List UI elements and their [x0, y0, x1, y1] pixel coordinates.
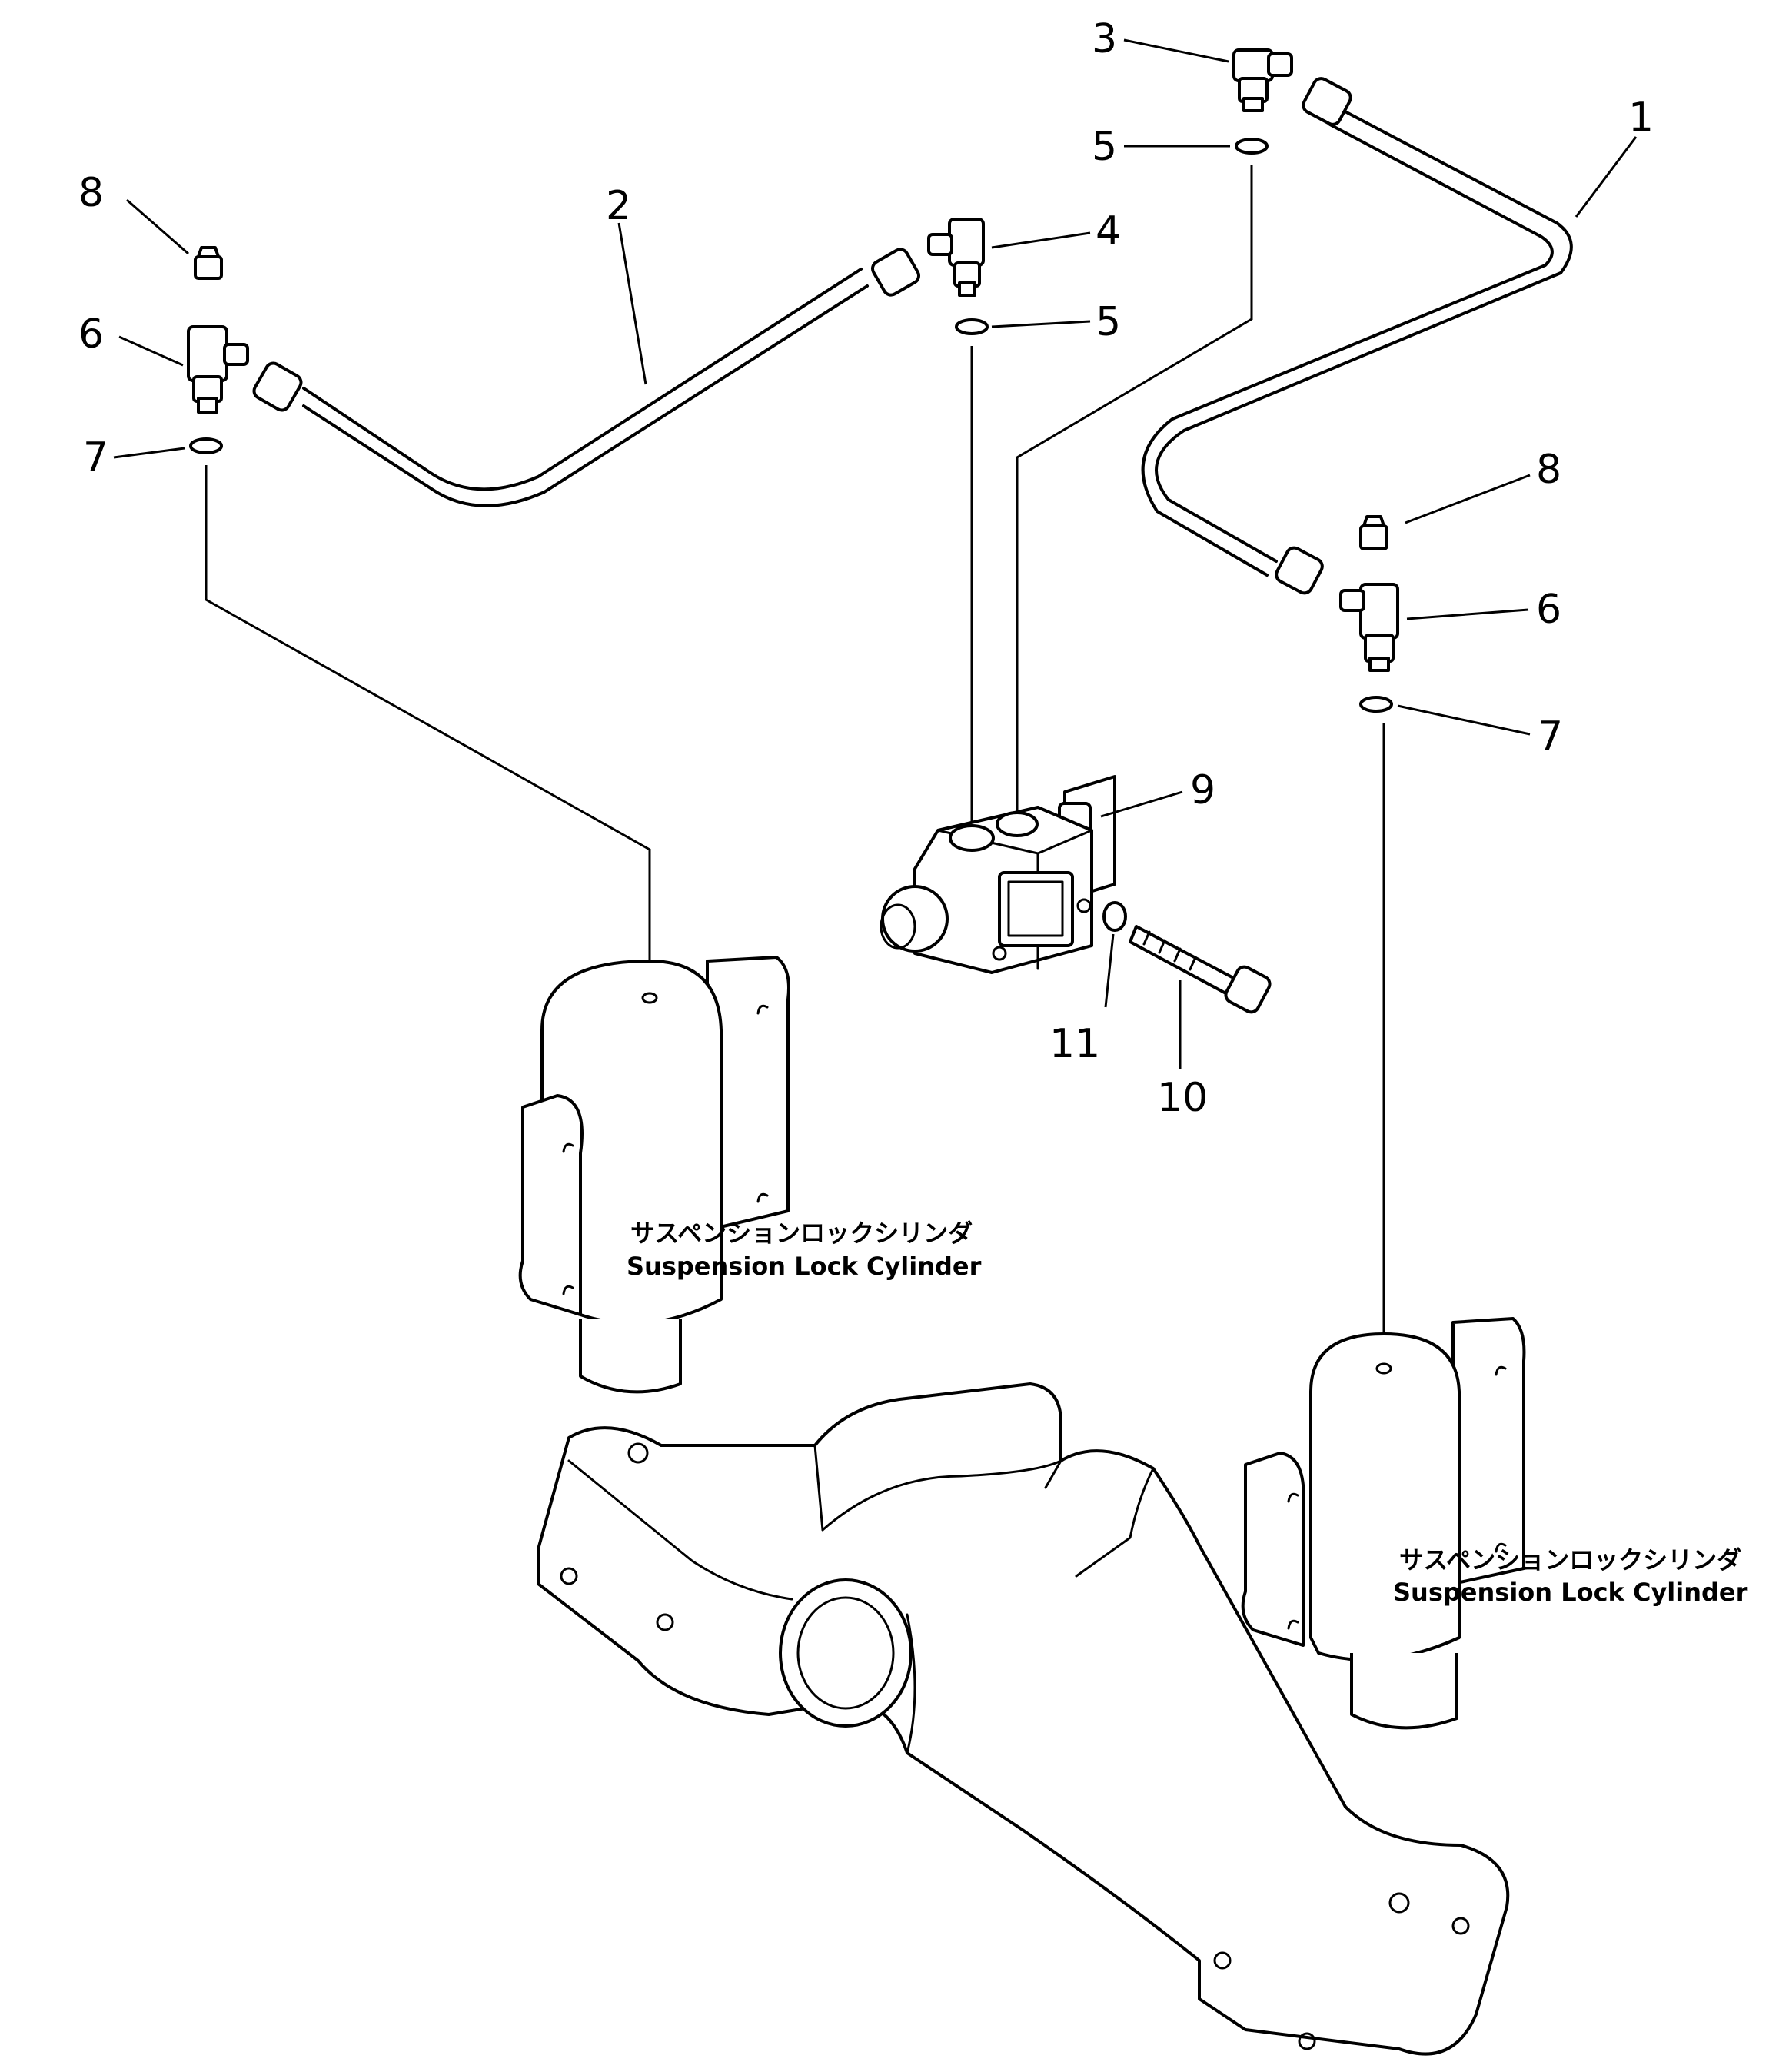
- callout-6-left: 6: [78, 311, 104, 358]
- plug-8-left: [194, 246, 223, 280]
- elbow-fitting-6-left: [187, 325, 249, 414]
- assembly-lines: [205, 165, 1385, 1361]
- callout-4: 4: [1096, 208, 1121, 254]
- callout-5-top: 5: [1092, 124, 1117, 170]
- elbow-fitting-6-right: [1339, 583, 1399, 672]
- callout-3: 3: [1092, 16, 1117, 62]
- o-ring-7-right: [1359, 696, 1393, 713]
- suspension-lock-cylinder-right: [1241, 1317, 1526, 1730]
- tube-1: [1141, 77, 1573, 595]
- callout-6-right: 6: [1536, 587, 1561, 633]
- plug-8-right: [1359, 515, 1388, 550]
- valve-9: [880, 775, 1116, 974]
- callout-5-mid: 5: [1096, 299, 1121, 345]
- o-ring-5-top: [1235, 138, 1269, 155]
- o-ring-5-mid: [955, 318, 989, 335]
- callout-1: 1: [1628, 95, 1654, 141]
- axle-frame: [537, 1382, 1510, 2056]
- callout-leaders: [113, 38, 1638, 1069]
- caption-left-en: Suspension Lock Cylinder: [627, 1252, 982, 1281]
- callout-8-left: 8: [78, 170, 104, 216]
- caption-right-jp: サスペンションロックシリンダ: [1399, 1545, 1741, 1575]
- callout-11: 11: [1049, 1021, 1100, 1067]
- callout-10: 10: [1157, 1075, 1208, 1121]
- callout-7-left: 7: [83, 434, 108, 481]
- elbow-fitting-4: [927, 218, 985, 297]
- caption-left-jp: サスペンションロックシリンダ: [630, 1219, 973, 1248]
- caption-right-en: Suspension Lock Cylinder: [1393, 1578, 1748, 1607]
- o-ring-7-left: [189, 437, 223, 454]
- callout-2: 2: [606, 183, 631, 229]
- tube-2: [252, 248, 920, 507]
- washer-11: [1102, 901, 1127, 932]
- bolt-10: [1129, 925, 1272, 1014]
- callout-8-right: 8: [1536, 447, 1561, 493]
- elbow-fitting-3: [1232, 48, 1293, 112]
- callout-9: 9: [1190, 767, 1215, 813]
- suspension-lock-cylinder-left: [518, 956, 790, 1394]
- callout-7-right: 7: [1538, 713, 1563, 760]
